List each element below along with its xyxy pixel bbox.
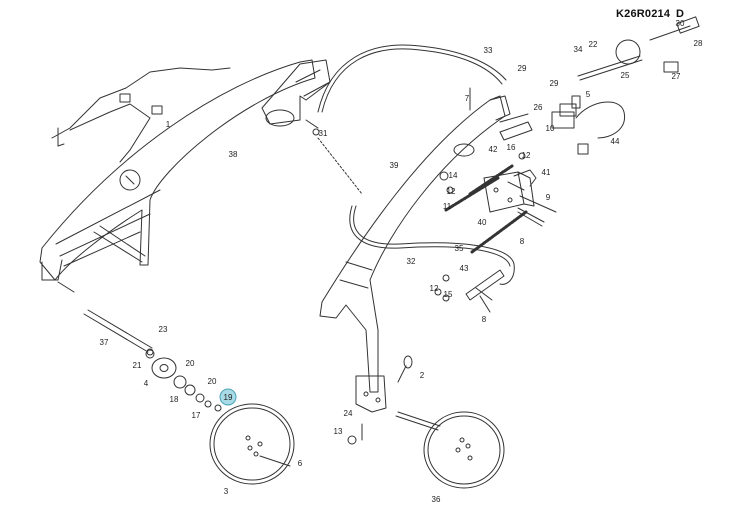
callout-31: 31 [319, 129, 328, 138]
callout-35: 35 [455, 244, 464, 253]
mounting-bracket-41 [483, 169, 537, 213]
wiring-harness-1 [51, 67, 231, 191]
leader-dotted-31 [317, 137, 363, 195]
callout-16: 16 [507, 143, 516, 152]
callout-6: 6 [298, 459, 303, 468]
callout-8: 8 [482, 315, 487, 324]
callout-12: 12 [522, 151, 531, 160]
callout-37: 37 [100, 338, 109, 347]
axle-37 [83, 309, 153, 353]
callout-12: 12 [430, 284, 439, 293]
callout-22: 22 [589, 40, 598, 49]
callout-14: 14 [449, 171, 458, 180]
callout-25: 25 [621, 71, 630, 80]
callout-27: 27 [672, 72, 681, 81]
hydraulic-fittings [499, 16, 700, 141]
left-frame-arch [39, 59, 331, 293]
hydraulic-hose-32 [349, 205, 515, 285]
callout-18: 18 [170, 395, 179, 404]
callout-24: 24 [344, 409, 353, 418]
hub-assembly [145, 349, 222, 412]
callout-3: 3 [224, 487, 229, 496]
callout-7: 7 [465, 94, 470, 103]
callout-39: 39 [390, 161, 399, 170]
callout-32: 32 [407, 257, 416, 266]
callout-20: 20 [208, 377, 217, 386]
callout-4: 4 [144, 379, 149, 388]
callout-40: 40 [478, 218, 487, 227]
callout-29: 29 [518, 64, 527, 73]
callout-17: 17 [192, 411, 201, 420]
hydraulic-hose-33 [317, 44, 507, 113]
gauge-wheel-3 [209, 403, 295, 485]
small-hardware [146, 119, 413, 445]
callout-33: 33 [484, 46, 493, 55]
callout-38: 38 [229, 150, 238, 159]
hydraulic-cylinder-43 [465, 269, 505, 301]
callout-43: 43 [460, 264, 469, 273]
callout-9: 9 [546, 193, 551, 202]
callout-13: 13 [334, 427, 343, 436]
callout-30: 30 [676, 19, 685, 28]
light-cable-44 [575, 101, 626, 155]
callout-19: 19 [224, 393, 233, 402]
drawing-revision: D [676, 8, 684, 20]
callout-36: 36 [432, 495, 441, 504]
callout-8: 8 [520, 237, 525, 246]
callout-44: 44 [611, 137, 620, 146]
callout-41: 41 [542, 168, 551, 177]
callout-42: 42 [489, 145, 498, 154]
callout-12: 12 [447, 187, 456, 196]
callout-15: 15 [444, 290, 453, 299]
callout-28: 28 [694, 39, 703, 48]
tension-springs [444, 164, 528, 254]
drawing-reference-code: K26R0214 [616, 8, 671, 20]
gauge-wheel-36 [395, 411, 505, 489]
callout-1: 1 [166, 120, 171, 129]
callout-20: 20 [186, 359, 195, 368]
callout-29: 29 [550, 79, 559, 88]
callout-2: 2 [420, 371, 425, 380]
callout-5: 5 [586, 90, 591, 99]
callout-23: 23 [159, 325, 168, 334]
right-frame-arch [319, 95, 511, 413]
callout-21: 21 [133, 361, 142, 370]
bolts [434, 87, 557, 313]
callout-10: 10 [546, 124, 555, 133]
callout-26: 26 [534, 103, 543, 112]
callout-19-highlight [219, 388, 237, 406]
callout-34: 34 [574, 45, 583, 54]
callout-11: 11 [443, 202, 452, 211]
